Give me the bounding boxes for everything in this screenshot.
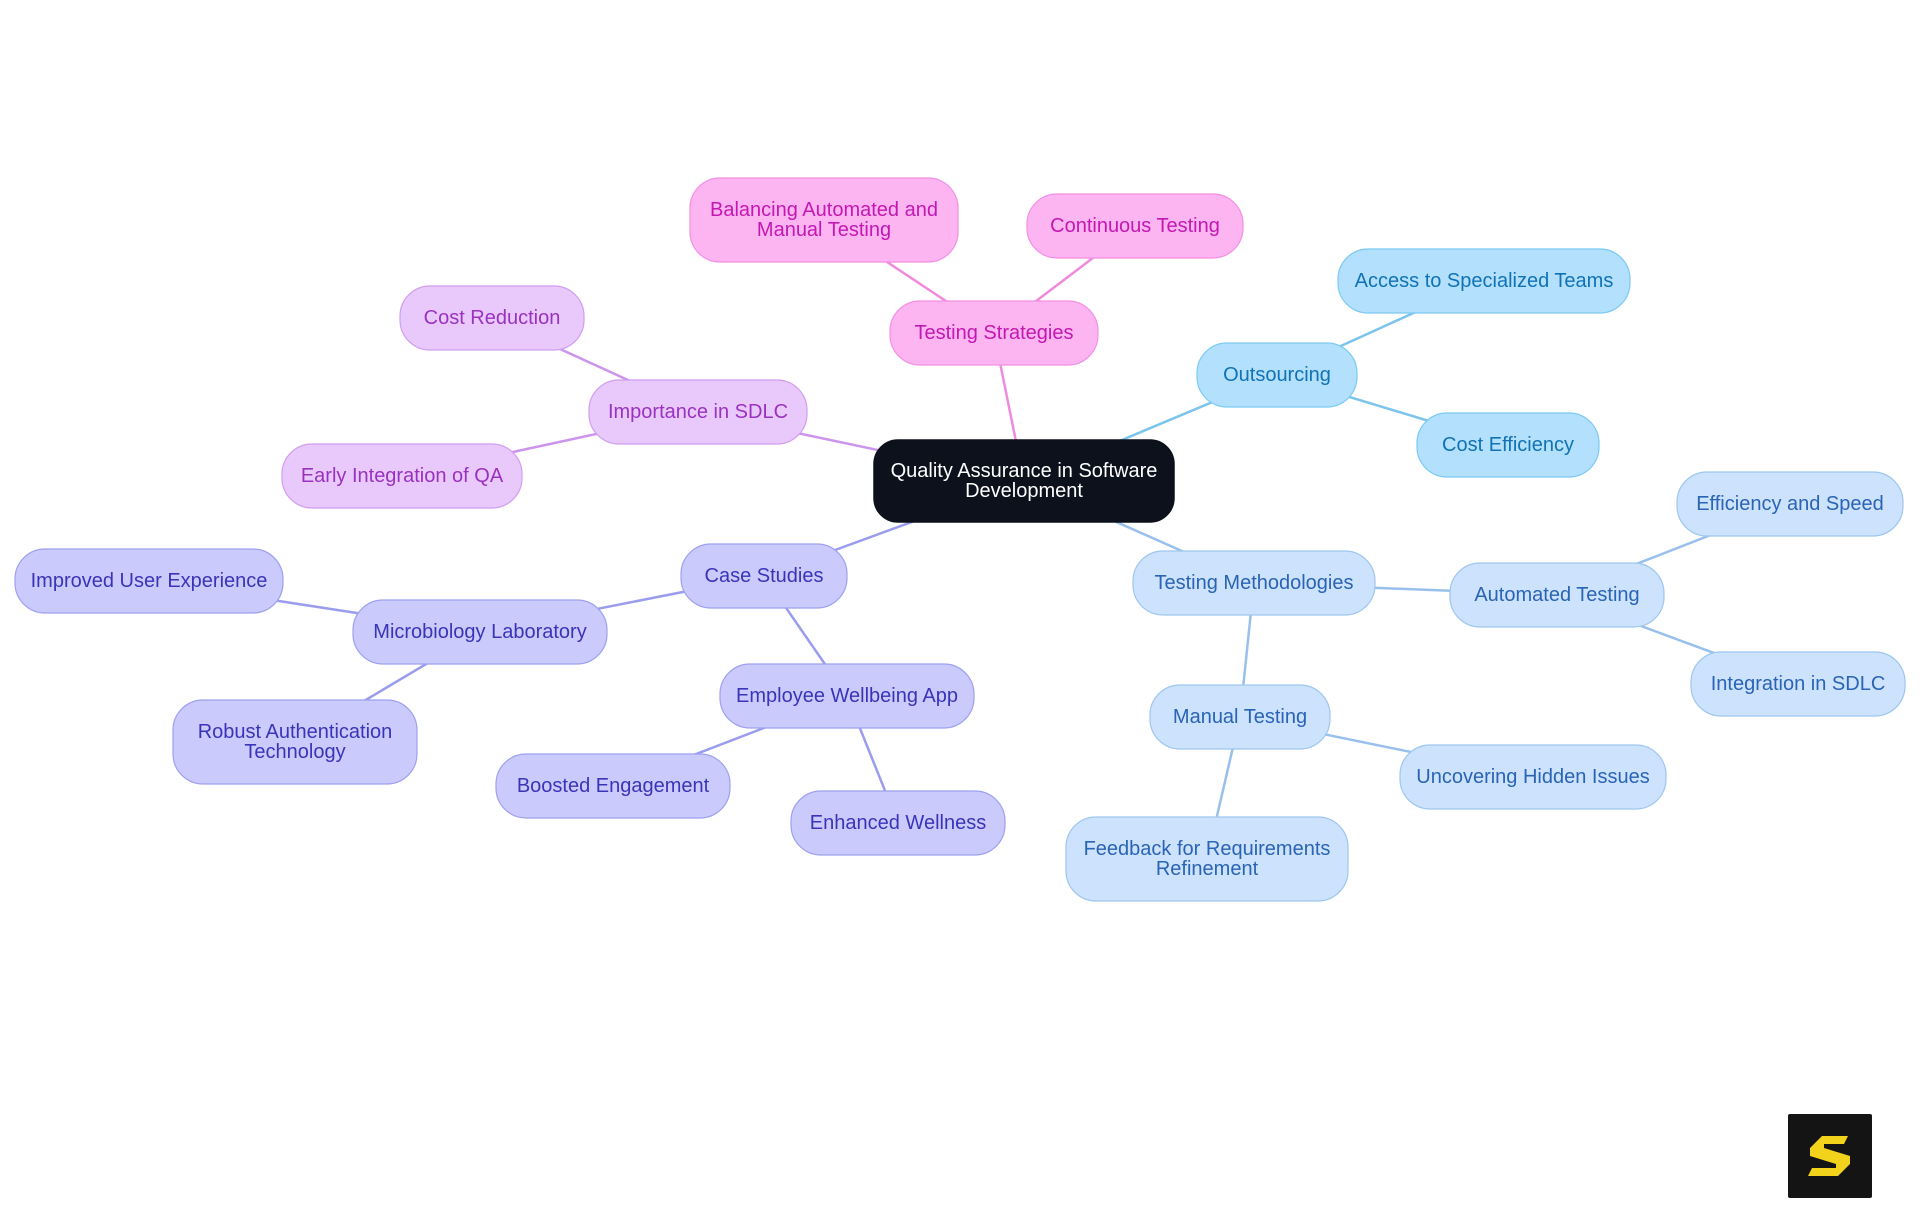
node-continuous-testing: Continuous Testing: [1026, 193, 1244, 259]
node-label: Efficiency and Speed: [1696, 493, 1884, 515]
node-label: Manual Testing: [757, 219, 891, 241]
node-label: Cost Efficiency: [1442, 434, 1574, 456]
node-label: Balancing Automated and: [710, 199, 938, 221]
node-automated-testing: Automated Testing: [1449, 562, 1665, 628]
node-label: Improved User Experience: [31, 570, 268, 592]
node-cost-efficiency: Cost Efficiency: [1416, 412, 1600, 478]
node-integration-sdlc: Integration in SDLC: [1690, 651, 1906, 717]
node-label: Integration in SDLC: [1711, 673, 1886, 695]
node-label: Continuous Testing: [1050, 215, 1220, 237]
node-box: [1399, 744, 1667, 810]
node-box: [873, 439, 1175, 523]
node-label: Case Studies: [705, 565, 824, 587]
node-box: [1196, 342, 1358, 408]
node-label: Development: [965, 480, 1083, 502]
brand-logo: [1788, 1114, 1872, 1198]
node-box: [172, 699, 418, 785]
node-box: [1132, 550, 1376, 616]
node-box: [889, 300, 1099, 366]
node-label: Boosted Engagement: [517, 775, 710, 797]
node-outsourcing: Outsourcing: [1196, 342, 1358, 408]
nodes: Quality Assurance in SoftwareDevelopment…: [14, 177, 1906, 902]
node-label: Outsourcing: [1223, 364, 1331, 386]
node-label: Microbiology Laboratory: [373, 621, 586, 643]
node-boosted-engagement: Boosted Engagement: [495, 753, 731, 819]
node-enhanced-wellness: Enhanced Wellness: [790, 790, 1006, 856]
node-label: Importance in SDLC: [608, 401, 788, 423]
node-efficiency-speed: Efficiency and Speed: [1676, 471, 1904, 537]
node-box: [680, 543, 848, 609]
node-box: [281, 443, 523, 509]
node-employee-wellbeing-app: Employee Wellbeing App: [719, 663, 975, 729]
node-label: Employee Wellbeing App: [736, 685, 958, 707]
node-label: Manual Testing: [1173, 706, 1307, 728]
node-label: Enhanced Wellness: [810, 812, 986, 834]
node-importance-sdlc: Importance in SDLC: [588, 379, 808, 445]
node-uncovering-hidden-issues: Uncovering Hidden Issues: [1399, 744, 1667, 810]
node-microbiology-laboratory: Microbiology Laboratory: [352, 599, 608, 665]
node-label: Quality Assurance in Software: [891, 460, 1158, 482]
node-cost-reduction: Cost Reduction: [399, 285, 585, 351]
node-label: Robust Authentication: [198, 721, 393, 743]
node-case-studies: Case Studies: [680, 543, 848, 609]
node-label: Technology: [244, 741, 345, 763]
node-testing-strategies: Testing Strategies: [889, 300, 1099, 366]
node-box: [1690, 651, 1906, 717]
node-manual-testing: Manual Testing: [1149, 684, 1331, 750]
node-box: [1149, 684, 1331, 750]
brand-s-logo-icon: [1808, 1136, 1850, 1176]
node-label: Testing Methodologies: [1154, 572, 1353, 594]
node-box: [790, 790, 1006, 856]
node-box: [1065, 816, 1349, 902]
node-box: [1449, 562, 1665, 628]
node-box: [14, 548, 284, 614]
node-label: Automated Testing: [1474, 584, 1639, 606]
node-label: Cost Reduction: [424, 307, 561, 329]
node-box: [719, 663, 975, 729]
node-box: [399, 285, 585, 351]
node-label: Uncovering Hidden Issues: [1416, 766, 1649, 788]
node-testing-methodologies: Testing Methodologies: [1132, 550, 1376, 616]
node-box: [689, 177, 959, 263]
node-label: Access to Specialized Teams: [1355, 270, 1614, 292]
node-box: [352, 599, 608, 665]
node-improved-user-experience: Improved User Experience: [14, 548, 284, 614]
node-box: [1676, 471, 1904, 537]
node-label: Testing Strategies: [915, 322, 1074, 344]
node-box: [1337, 248, 1631, 314]
node-early-integration-qa: Early Integration of QA: [281, 443, 523, 509]
node-box: [495, 753, 731, 819]
node-box: [1026, 193, 1244, 259]
node-label: Feedback for Requirements: [1084, 838, 1331, 860]
node-box: [1416, 412, 1600, 478]
node-label: Early Integration of QA: [301, 465, 504, 487]
node-access-specialized-teams: Access to Specialized Teams: [1337, 248, 1631, 314]
node-box: [588, 379, 808, 445]
node-label: Refinement: [1156, 858, 1259, 880]
